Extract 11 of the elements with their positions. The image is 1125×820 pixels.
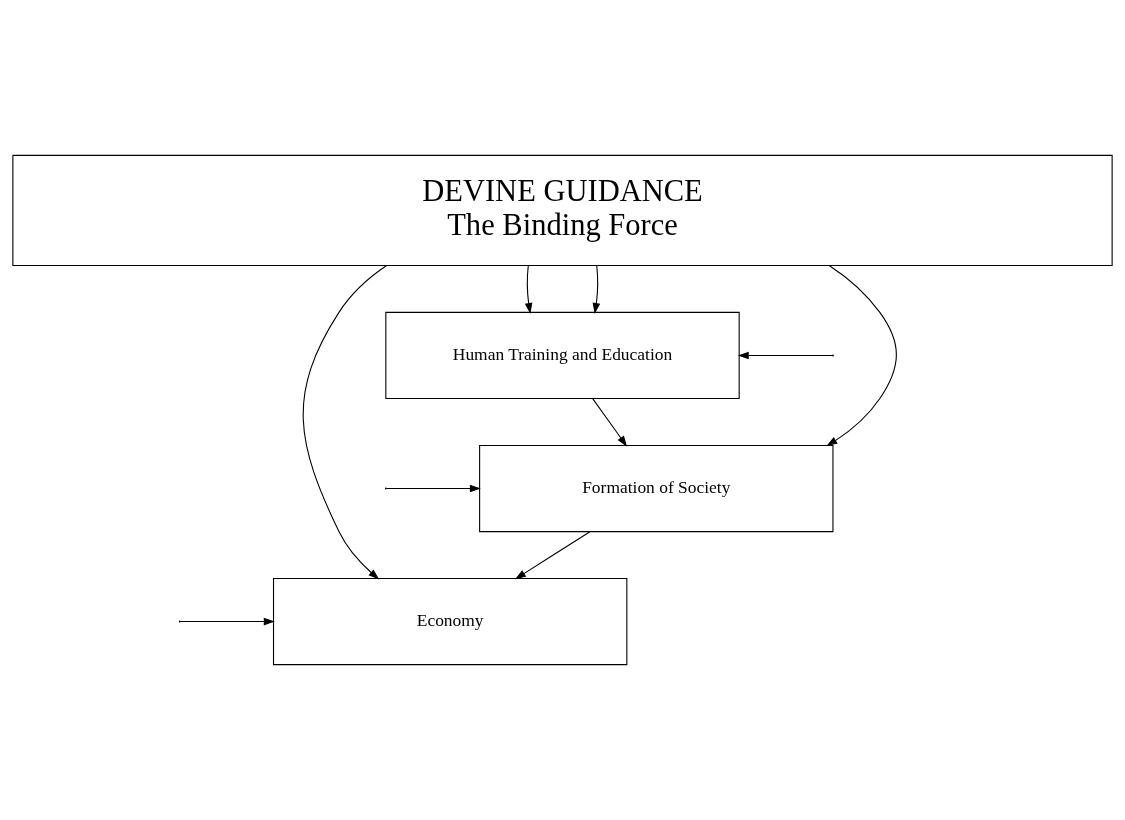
arrow xyxy=(179,617,275,626)
arrow xyxy=(826,265,897,447)
node-box: DEVINE GUIDANCE The Binding Force xyxy=(12,154,1113,267)
arrow xyxy=(592,265,601,314)
arrow xyxy=(737,351,833,360)
node-box: Formation of Society xyxy=(479,444,834,533)
arrow xyxy=(592,398,628,447)
arrow xyxy=(524,265,533,314)
node-box: Human Training and Education xyxy=(385,311,740,400)
node-box: Economy xyxy=(272,577,628,666)
arrow xyxy=(515,531,591,580)
